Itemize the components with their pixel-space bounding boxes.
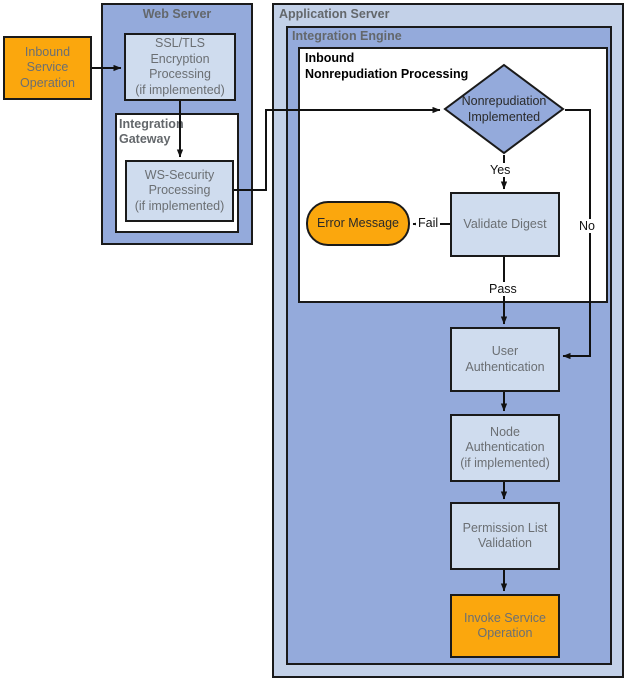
panel-inbound-nonrepudiation-title: Inbound Nonrepudiation Processing <box>305 51 469 81</box>
node-inbound-service-operation[interactable]: Inbound Service Operation <box>3 36 92 100</box>
node-ws-security-processing[interactable]: WS-Security Processing (if implemented) <box>125 160 234 222</box>
node-permission-list-validation[interactable]: Permission List Validation <box>450 502 560 570</box>
panel-web-server-title: Web Server <box>142 7 212 21</box>
node-validate-digest[interactable]: Validate Digest <box>450 192 560 257</box>
panel-integration-gateway-title: Integration Gateway <box>119 117 184 146</box>
node-error-message[interactable]: Error Message <box>306 201 410 246</box>
edge-label-pass: Pass <box>487 282 519 296</box>
node-invoke-service-operation[interactable]: Invoke Service Operation <box>450 594 560 658</box>
edge-label-fail: Fail <box>416 216 441 230</box>
edge-label-yes: Yes <box>488 163 513 177</box>
node-node-authentication[interactable]: Node Authentication (if implemented) <box>450 414 560 482</box>
panel-application-server-title: Application Server <box>279 7 390 21</box>
node-user-authentication[interactable]: User Authentication <box>450 327 560 392</box>
diamond-shape <box>443 63 565 155</box>
panel-integration-engine-title: Integration Engine <box>292 29 402 43</box>
node-nonrepudiation-implemented[interactable]: Nonrepudiation Implemented <box>443 63 565 155</box>
edge-label-no: No <box>577 219 597 233</box>
node-ssl-tls-encryption-processing[interactable]: SSL/TLS Encryption Processing (if implem… <box>124 33 236 101</box>
node-nonrepudiation-implemented-label: Nonrepudiation Implemented <box>461 94 547 124</box>
